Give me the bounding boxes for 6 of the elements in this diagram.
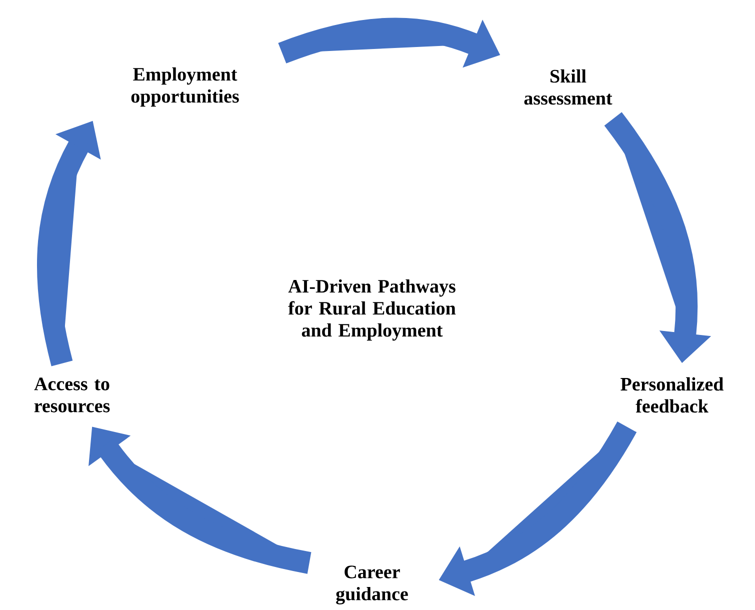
step-label: Personalized feedback xyxy=(620,377,724,413)
step-label: Employment opportunities xyxy=(131,67,239,107)
step-label: Career guidance xyxy=(336,566,408,604)
center-title: AI-Driven Pathways for Rural Education and Employment xyxy=(288,279,456,341)
step-label: Access to resources xyxy=(34,378,110,412)
step-label: Skill assessment xyxy=(524,69,612,105)
